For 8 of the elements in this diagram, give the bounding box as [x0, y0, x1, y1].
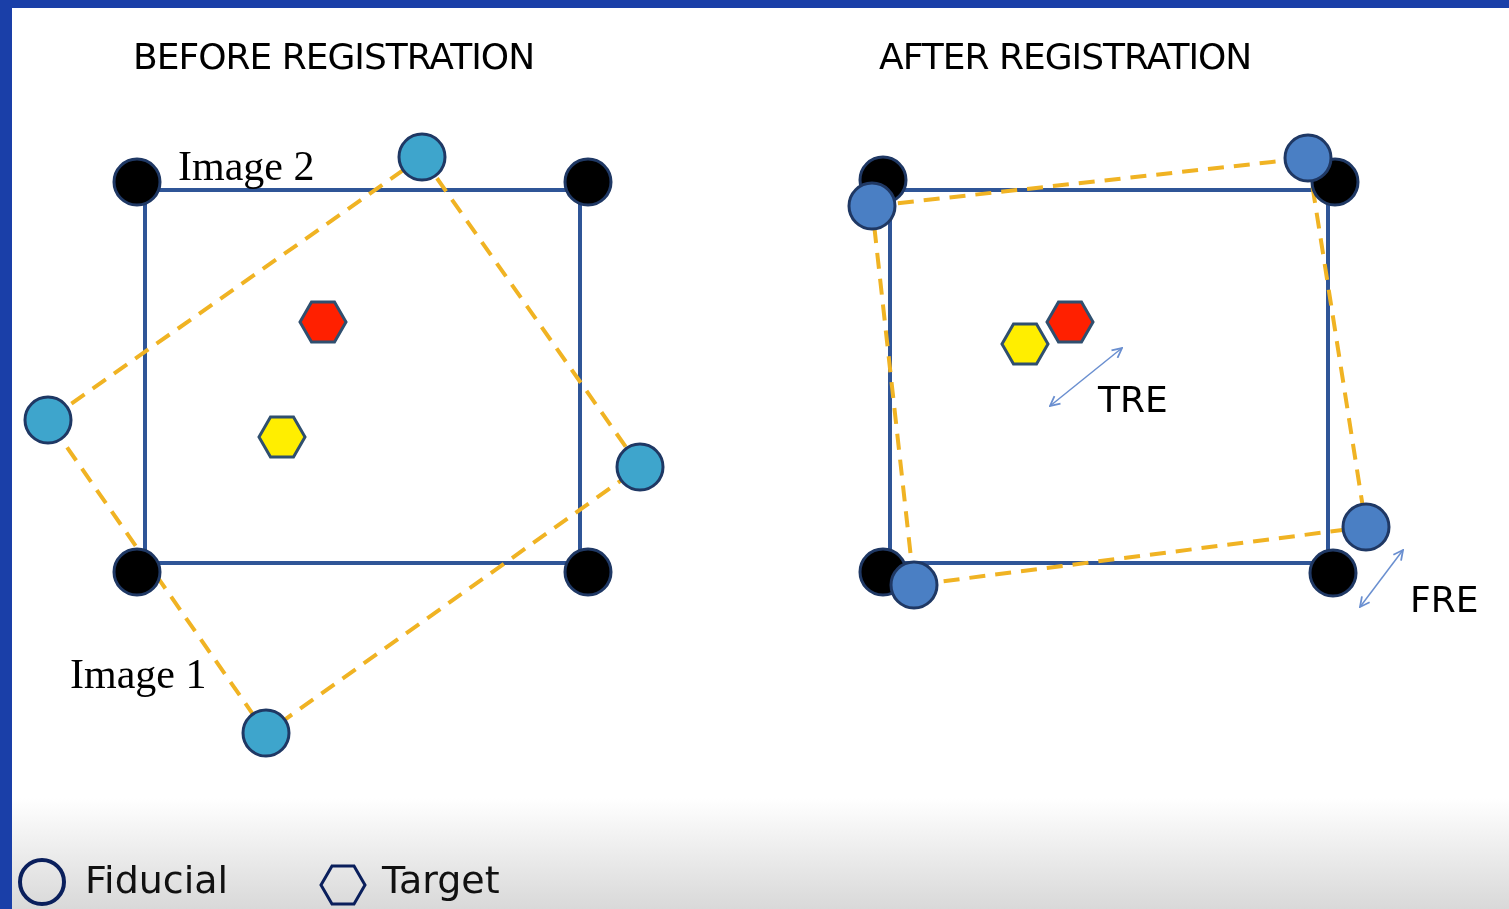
panel-heading: AFTER REGISTRATION — [879, 36, 1252, 77]
image-label: Image 2 — [178, 142, 315, 190]
legend-label: Fiducial — [85, 858, 229, 902]
panel-heading: BEFORE REGISTRATION — [133, 36, 535, 77]
legend-label: Target — [382, 858, 500, 902]
image-label: Image 1 — [70, 650, 207, 698]
error-label: TRE — [1098, 379, 1168, 420]
error-label: FRE — [1410, 579, 1479, 620]
